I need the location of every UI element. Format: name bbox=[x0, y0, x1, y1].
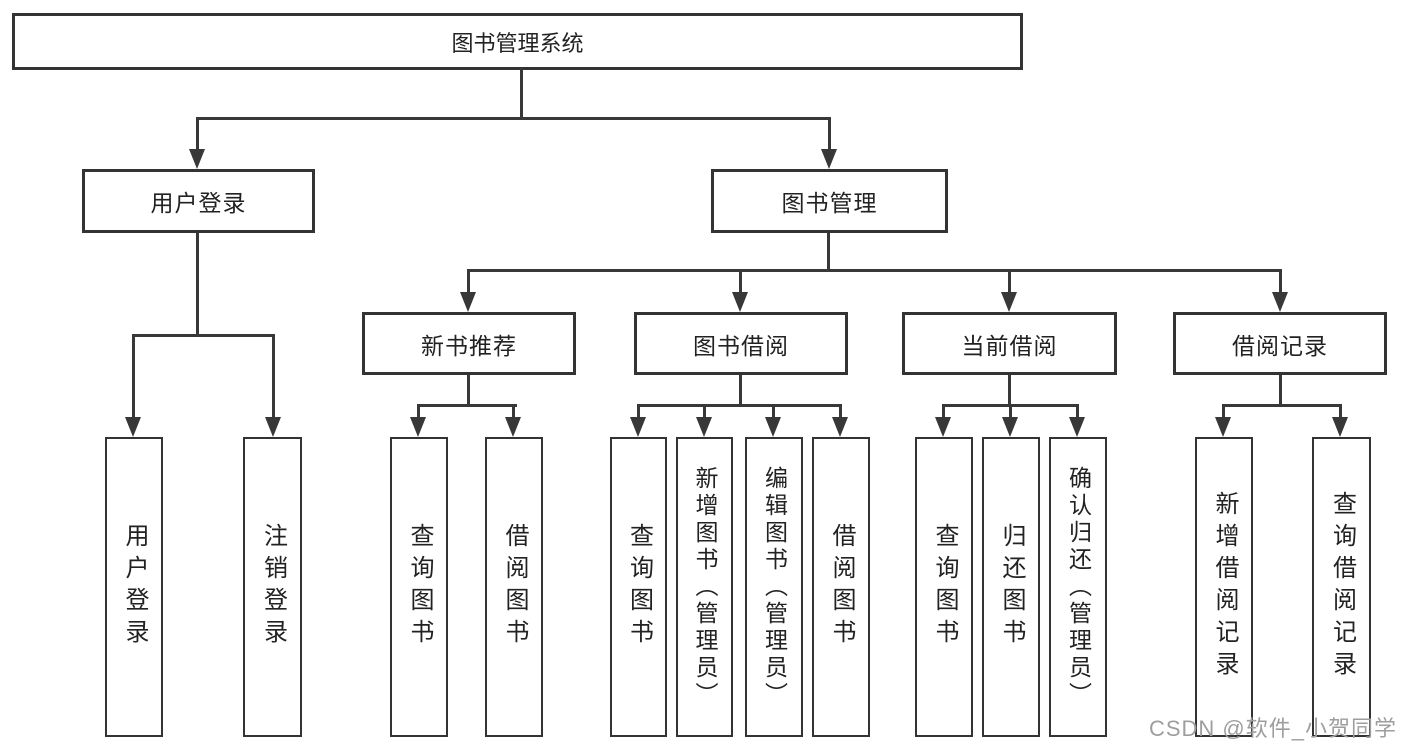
connector-segment bbox=[1339, 404, 1342, 419]
node-confirm-return-admin: 确认归还（管理员） bbox=[1049, 437, 1107, 737]
arrow-down-icon bbox=[630, 417, 646, 437]
node-query-books-recommend: 查询图书 bbox=[390, 437, 448, 737]
connector-segment bbox=[132, 334, 135, 419]
node-query-books-borrowing: 查询图书 bbox=[610, 437, 667, 737]
node-label: 用户登录 bbox=[150, 190, 247, 216]
arrow-down-icon bbox=[1272, 292, 1288, 312]
node-label: 查询图书 bbox=[931, 523, 958, 651]
connector-segment bbox=[196, 117, 830, 120]
connector-segment bbox=[1008, 375, 1011, 407]
connector-segment bbox=[839, 404, 842, 419]
arrow-down-icon bbox=[1069, 417, 1085, 437]
node-user-login-group: 用户登录 bbox=[82, 169, 315, 233]
connector-segment bbox=[942, 404, 945, 419]
connector-segment bbox=[1279, 375, 1282, 407]
node-label: 借阅图书 bbox=[828, 523, 855, 651]
arrow-down-icon bbox=[265, 417, 281, 437]
node-query-borrow-record: 查询借阅记录 bbox=[1312, 437, 1371, 737]
node-new-book-recommend: 新书推荐 bbox=[362, 312, 576, 375]
connector-segment bbox=[196, 117, 199, 151]
node-logout-login: 注销登录 bbox=[243, 437, 302, 737]
arrow-down-icon bbox=[1332, 417, 1348, 437]
connector-segment bbox=[772, 404, 775, 419]
arrow-down-icon bbox=[1001, 292, 1017, 312]
arrow-down-icon bbox=[765, 417, 781, 437]
node-label: 新书推荐 bbox=[421, 332, 517, 359]
arrow-down-icon bbox=[732, 292, 748, 312]
arrow-down-icon bbox=[1215, 417, 1231, 437]
connector-segment bbox=[417, 404, 420, 419]
connector-segment bbox=[637, 404, 842, 407]
node-borrow-books: 借阅图书 bbox=[812, 437, 870, 737]
node-book-borrowing: 图书借阅 bbox=[634, 312, 848, 375]
connector-segment bbox=[512, 404, 515, 419]
node-return-books: 归还图书 bbox=[982, 437, 1040, 737]
arrow-down-icon bbox=[696, 417, 712, 437]
node-label: 新增图书（管理员） bbox=[692, 465, 718, 709]
node-query-books-current: 查询图书 bbox=[915, 437, 973, 737]
node-label: 借阅图书 bbox=[501, 523, 528, 651]
connector-segment bbox=[1222, 404, 1225, 419]
connector-segment bbox=[467, 269, 470, 294]
arrow-down-icon bbox=[821, 149, 837, 169]
connector-segment bbox=[703, 404, 706, 419]
connector-segment bbox=[520, 68, 523, 119]
node-label: 用户登录 bbox=[121, 523, 148, 651]
node-book-management: 图书管理 bbox=[711, 169, 948, 233]
node-label: 图书管理 bbox=[781, 190, 878, 216]
node-add-books-admin: 新增图书（管理员） bbox=[676, 437, 733, 737]
connector-segment bbox=[272, 334, 275, 419]
node-label: 图书借阅 bbox=[693, 332, 789, 359]
connector-segment bbox=[637, 404, 640, 419]
node-add-borrow-record: 新增借阅记录 bbox=[1195, 437, 1253, 737]
node-library-management-system: 图书管理系统 bbox=[12, 13, 1023, 70]
node-current-borrowing: 当前借阅 bbox=[902, 312, 1117, 375]
csdn-watermark: CSDN @软件_小贺同学 bbox=[1148, 716, 1397, 741]
connector-segment bbox=[196, 233, 199, 337]
connector-segment bbox=[739, 375, 742, 407]
connector-segment bbox=[467, 269, 1282, 272]
node-label: 当前借阅 bbox=[961, 332, 1058, 359]
node-label: 查询图书 bbox=[625, 523, 653, 651]
node-borrow-books-recommend: 借阅图书 bbox=[485, 437, 543, 737]
connector-segment bbox=[1009, 404, 1012, 419]
arrow-down-icon bbox=[505, 417, 521, 437]
node-label: 新增借阅记录 bbox=[1211, 491, 1238, 683]
node-label: 编辑图书（管理员） bbox=[761, 465, 788, 709]
arrow-down-icon bbox=[935, 417, 951, 437]
connector-segment bbox=[467, 375, 470, 407]
node-label: 查询图书 bbox=[406, 523, 433, 651]
arrow-down-icon bbox=[832, 417, 848, 437]
node-label: 图书管理系统 bbox=[451, 30, 584, 56]
arrow-down-icon bbox=[1002, 417, 1018, 437]
node-label: 借阅记录 bbox=[1232, 332, 1328, 359]
node-label: 确认归还（管理员） bbox=[1065, 465, 1092, 709]
arrow-down-icon bbox=[460, 292, 476, 312]
node-label: 注销登录 bbox=[259, 523, 287, 651]
node-edit-books-admin: 编辑图书（管理员） bbox=[745, 437, 803, 737]
connector-segment bbox=[1008, 269, 1011, 294]
node-label: 归还图书 bbox=[998, 523, 1025, 651]
connector-segment bbox=[1222, 404, 1341, 407]
connector-segment bbox=[739, 269, 742, 294]
connector-segment bbox=[132, 334, 275, 337]
connector-segment bbox=[828, 117, 831, 151]
node-borrowing-records: 借阅记录 bbox=[1173, 312, 1387, 375]
arrow-down-icon bbox=[410, 417, 426, 437]
connector-segment bbox=[827, 233, 830, 272]
arrow-down-icon bbox=[189, 149, 205, 169]
node-label: 查询借阅记录 bbox=[1328, 491, 1356, 683]
connector-segment bbox=[417, 404, 517, 407]
arrow-down-icon bbox=[125, 417, 141, 437]
node-user-login: 用户登录 bbox=[105, 437, 163, 737]
connector-segment bbox=[1279, 269, 1282, 294]
connector-segment bbox=[1076, 404, 1079, 419]
